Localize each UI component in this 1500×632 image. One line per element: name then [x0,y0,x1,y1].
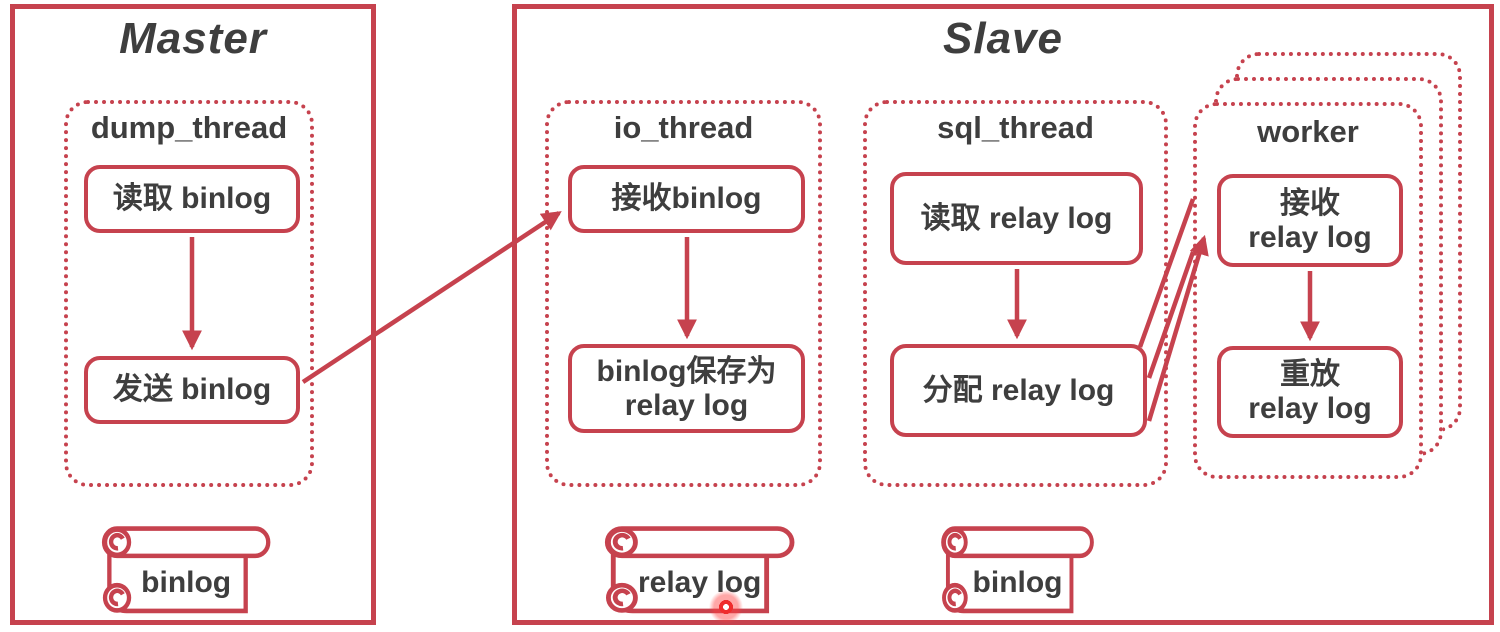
receive-binlog-label: 接收binlog [611,182,762,215]
master-binlog-scroll: binlog [94,524,286,615]
read-relay-log-label: 读取 relay log [920,201,1113,235]
laser-pointer-dot [709,590,743,624]
send-binlog-label: 发送 binlog [112,373,272,406]
dump-thread-box [64,100,314,487]
slave-relay-scroll-label: relay log [637,565,762,599]
save-as-relay-log-line1: binlog保存为 [596,354,777,388]
distribute-relay-log-label: 分配 relay log [922,373,1115,407]
read-binlog-label: 读取 binlog [112,182,272,215]
replay-relay-log-box: 重放 relay log [1217,346,1403,438]
read-binlog-box: 读取 binlog [84,165,300,233]
scroll-icon [604,526,795,614]
worker-label: worker [1257,114,1359,149]
scroll-icon [101,526,271,614]
receive-relay-log-line2: relay log [1248,220,1372,254]
master-title: Master [119,14,267,63]
receive-binlog-box: 接收binlog [568,165,805,233]
master-scroll-label: binlog [141,565,232,599]
replay-relay-log-line2: relay log [1248,392,1372,425]
slave-title: Slave [943,14,1063,63]
save-as-relay-log-box: binlog保存为 relay log [568,344,805,433]
slave-binlog-scroll-label: binlog [972,565,1063,599]
scroll-icon [941,526,1094,614]
replay-relay-log-line1: 重放 [1280,358,1340,391]
receive-relay-log-line1: 接收 [1280,186,1340,220]
io-thread-label: io_thread [613,110,754,145]
send-binlog-box: 发送 binlog [84,356,300,424]
read-relay-log-box: 读取 relay log [890,172,1143,265]
dump-thread-label: dump_thread [90,110,288,145]
receive-relay-log-box: 接收 relay log [1217,174,1403,267]
distribute-relay-log-box: 分配 relay log [890,344,1147,437]
save-as-relay-log-line2: relay log [624,388,749,422]
sql-thread-label: sql_thread [937,110,1094,145]
slave-binlog-scroll: binlog [934,524,1108,615]
slave-relay-log-scroll: relay log [596,524,812,615]
